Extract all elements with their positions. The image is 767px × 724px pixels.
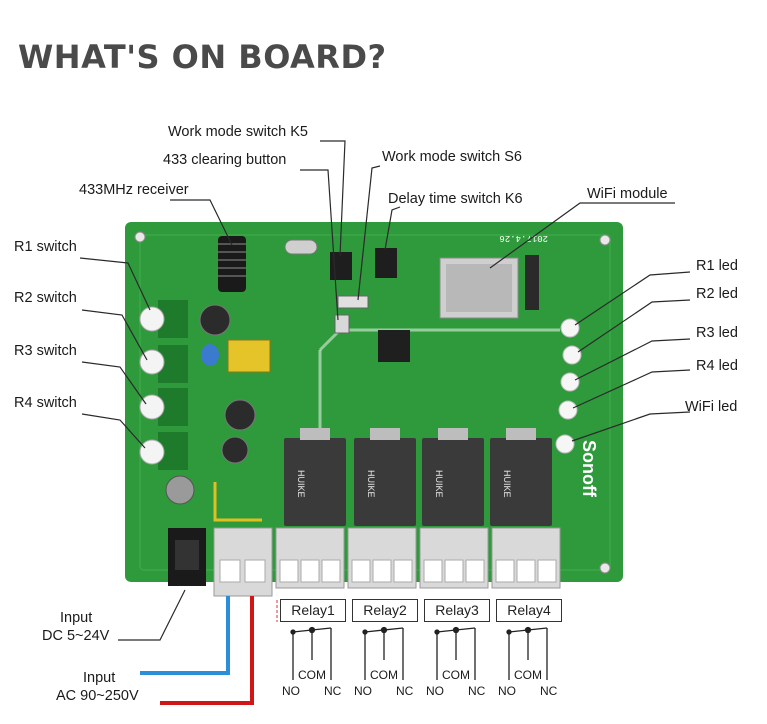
- label-work-mode-s6: Work mode switch S6: [382, 149, 522, 165]
- label-r3-switch: R3 switch: [14, 343, 77, 359]
- relay-3-no: NO: [426, 684, 444, 698]
- mcu-chip: [378, 330, 410, 362]
- label-input-ac-title: Input: [83, 670, 116, 686]
- label-work-mode-k5: Work mode switch K5: [168, 124, 308, 140]
- label-433-clearing-button: 433 clearing button: [163, 152, 287, 168]
- label-input-ac-range: AC 90~250V: [56, 688, 139, 704]
- label-r2-led: R2 led: [696, 286, 738, 302]
- label-r1-switch: R1 switch: [14, 239, 77, 255]
- relay-2: [354, 438, 416, 526]
- leds: [555, 318, 582, 454]
- transformer: [227, 339, 271, 373]
- relay-2-brand: HUIKE: [366, 470, 376, 498]
- relay-1-brand: HUIKE: [296, 470, 306, 498]
- label-r3-led: R3 led: [696, 325, 738, 341]
- relay-3-nc: NC: [468, 684, 486, 698]
- capacitor: [221, 436, 249, 464]
- label-delay-time-k6: Delay time switch K6: [388, 191, 523, 207]
- wire-blue: [140, 596, 230, 675]
- crystal: [284, 239, 318, 255]
- dip-switch-s6: [375, 248, 397, 278]
- relay-2-com: COM: [370, 668, 398, 682]
- blue-capacitor: [201, 344, 219, 366]
- board-date: 2017.4.26: [499, 233, 548, 243]
- relay-3: [422, 438, 484, 526]
- wire-red: [160, 596, 254, 705]
- terminal-blocks: [213, 527, 561, 597]
- relays: [284, 428, 552, 526]
- label-r4-switch: R4 switch: [14, 395, 77, 411]
- label-r4-led: R4 led: [696, 358, 738, 374]
- board-brand: Sonoff: [579, 440, 599, 498]
- relay-1-label: Relay1: [280, 599, 346, 622]
- relay-4-label: Relay4: [496, 599, 562, 622]
- relay-1-nc: NC: [324, 684, 342, 698]
- relay-1: [284, 438, 346, 526]
- relay-4-nc: NC: [540, 684, 558, 698]
- capacitor: [199, 304, 231, 336]
- clearing-button: [334, 314, 350, 334]
- relay-1-com: COM: [298, 668, 326, 682]
- relay-2-nc: NC: [396, 684, 414, 698]
- dip-switch-k5: [330, 252, 352, 280]
- receiver-433-coil: [218, 236, 246, 292]
- relay-3-label: Relay3: [424, 599, 490, 622]
- buzzer: [165, 475, 195, 505]
- label-input-dc-title: Input: [60, 610, 93, 626]
- relay-2-no: NO: [354, 684, 372, 698]
- relay-2-label: Relay2: [352, 599, 418, 622]
- relay-1-no: NO: [282, 684, 300, 698]
- label-input-dc-range: DC 5~24V: [42, 628, 110, 644]
- header-pins: [525, 255, 539, 310]
- capacitor: [224, 399, 256, 431]
- relay-4: [490, 438, 552, 526]
- mount-hole: [599, 234, 611, 246]
- relay-markings: HUIKE HUIKE HUIKE HUIKE: [296, 470, 512, 498]
- label-wifi-led: WiFi led: [685, 399, 738, 415]
- relay-3-brand: HUIKE: [434, 470, 444, 498]
- jumper-wire: [213, 482, 262, 522]
- relay-3-com: COM: [442, 668, 470, 682]
- label-r1-led: R1 led: [696, 258, 738, 274]
- label-wifi-module: WiFi module: [587, 186, 668, 202]
- callout-lines: [79, 140, 691, 641]
- relay-4-brand: HUIKE: [502, 470, 512, 498]
- label-433-receiver: 433MHz receiver: [79, 182, 189, 198]
- work-mode-k5-slider: [337, 295, 369, 309]
- label-r2-switch: R2 switch: [14, 290, 77, 306]
- relay-4-no: NO: [498, 684, 516, 698]
- mount-hole: [599, 562, 611, 574]
- relay-contacts: [290, 626, 548, 680]
- page-title: WHAT'S ON BOARD?: [18, 38, 387, 76]
- switch-buttons: [139, 300, 188, 470]
- relay-4-com: COM: [514, 668, 542, 682]
- mount-hole: [134, 231, 146, 243]
